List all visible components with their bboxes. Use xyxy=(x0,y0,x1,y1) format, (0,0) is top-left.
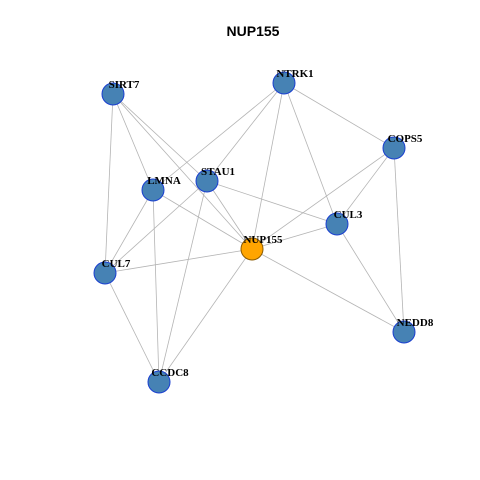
node-circle-sirt7 xyxy=(101,82,125,106)
edge-lmna-nup155 xyxy=(152,189,253,250)
node-label-ntrk1: NTRK1 xyxy=(276,68,313,80)
node-circle-lmna xyxy=(141,178,165,202)
node-label-cul7: CUL7 xyxy=(102,258,131,270)
node-circle-ntrk1 xyxy=(272,71,296,95)
node-circle-nup155 xyxy=(240,237,264,261)
edge-lmna-ccdc8 xyxy=(152,189,160,383)
node-sirt7: SIRT7 xyxy=(101,79,140,106)
edge-stau1-ccdc8 xyxy=(158,180,208,383)
edge-nup155-cul3 xyxy=(251,223,338,250)
edges-layer xyxy=(104,82,405,383)
node-circle-nedd8 xyxy=(392,320,416,344)
edge-ntrk1-stau1 xyxy=(206,82,285,182)
node-nedd8: NEDD8 xyxy=(392,317,434,344)
edge-nup155-ccdc8 xyxy=(158,248,253,383)
node-cul3: CUL3 xyxy=(325,209,363,236)
edge-stau1-cul7 xyxy=(104,180,208,274)
edge-nup155-cul7 xyxy=(104,248,253,274)
diagram-title: NUP155 xyxy=(227,23,280,39)
edge-cops5-nedd8 xyxy=(393,147,405,333)
node-circle-ccdc8 xyxy=(147,370,171,394)
node-cops5: COPS5 xyxy=(382,133,423,160)
edge-cul3-nedd8 xyxy=(336,223,405,333)
node-cul7: CUL7 xyxy=(93,258,131,285)
edge-cul7-ccdc8 xyxy=(104,272,160,383)
edge-ntrk1-cul3 xyxy=(283,82,338,225)
node-label-nedd8: NEDD8 xyxy=(397,317,434,329)
edge-lmna-cul7 xyxy=(104,189,154,274)
edge-ntrk1-cops5 xyxy=(283,82,395,149)
edge-nup155-nedd8 xyxy=(251,248,405,333)
node-label-cul3: CUL3 xyxy=(334,209,363,221)
node-ccdc8: CCDC8 xyxy=(147,367,189,394)
node-label-stau1: STAU1 xyxy=(201,166,235,178)
edge-sirt7-nup155 xyxy=(112,93,253,250)
node-circle-cul3 xyxy=(325,212,349,236)
edge-sirt7-stau1 xyxy=(112,93,208,182)
edge-cops5-nup155 xyxy=(251,147,395,250)
node-label-nup155: NUP155 xyxy=(243,234,283,246)
node-label-cops5: COPS5 xyxy=(388,133,423,145)
node-circle-cops5 xyxy=(382,136,406,160)
node-nup155: NUP155 xyxy=(240,234,283,261)
edge-stau1-nup155 xyxy=(206,180,253,250)
node-ntrk1: NTRK1 xyxy=(272,68,314,95)
edge-ntrk1-nup155 xyxy=(251,82,285,250)
edge-sirt7-cul7 xyxy=(104,93,114,274)
edge-ntrk1-lmna xyxy=(152,82,285,191)
node-circle-stau1 xyxy=(195,169,219,193)
node-label-sirt7: SIRT7 xyxy=(109,79,140,91)
node-circle-cul7 xyxy=(93,261,117,285)
node-label-lmna: LMNA xyxy=(147,175,181,187)
edge-cops5-cul3 xyxy=(336,147,395,225)
edge-sirt7-lmna xyxy=(112,93,154,191)
node-lmna: LMNA xyxy=(141,175,181,202)
node-label-ccdc8: CCDC8 xyxy=(151,367,189,379)
node-stau1: STAU1 xyxy=(195,166,235,193)
edge-stau1-cul3 xyxy=(206,180,338,225)
